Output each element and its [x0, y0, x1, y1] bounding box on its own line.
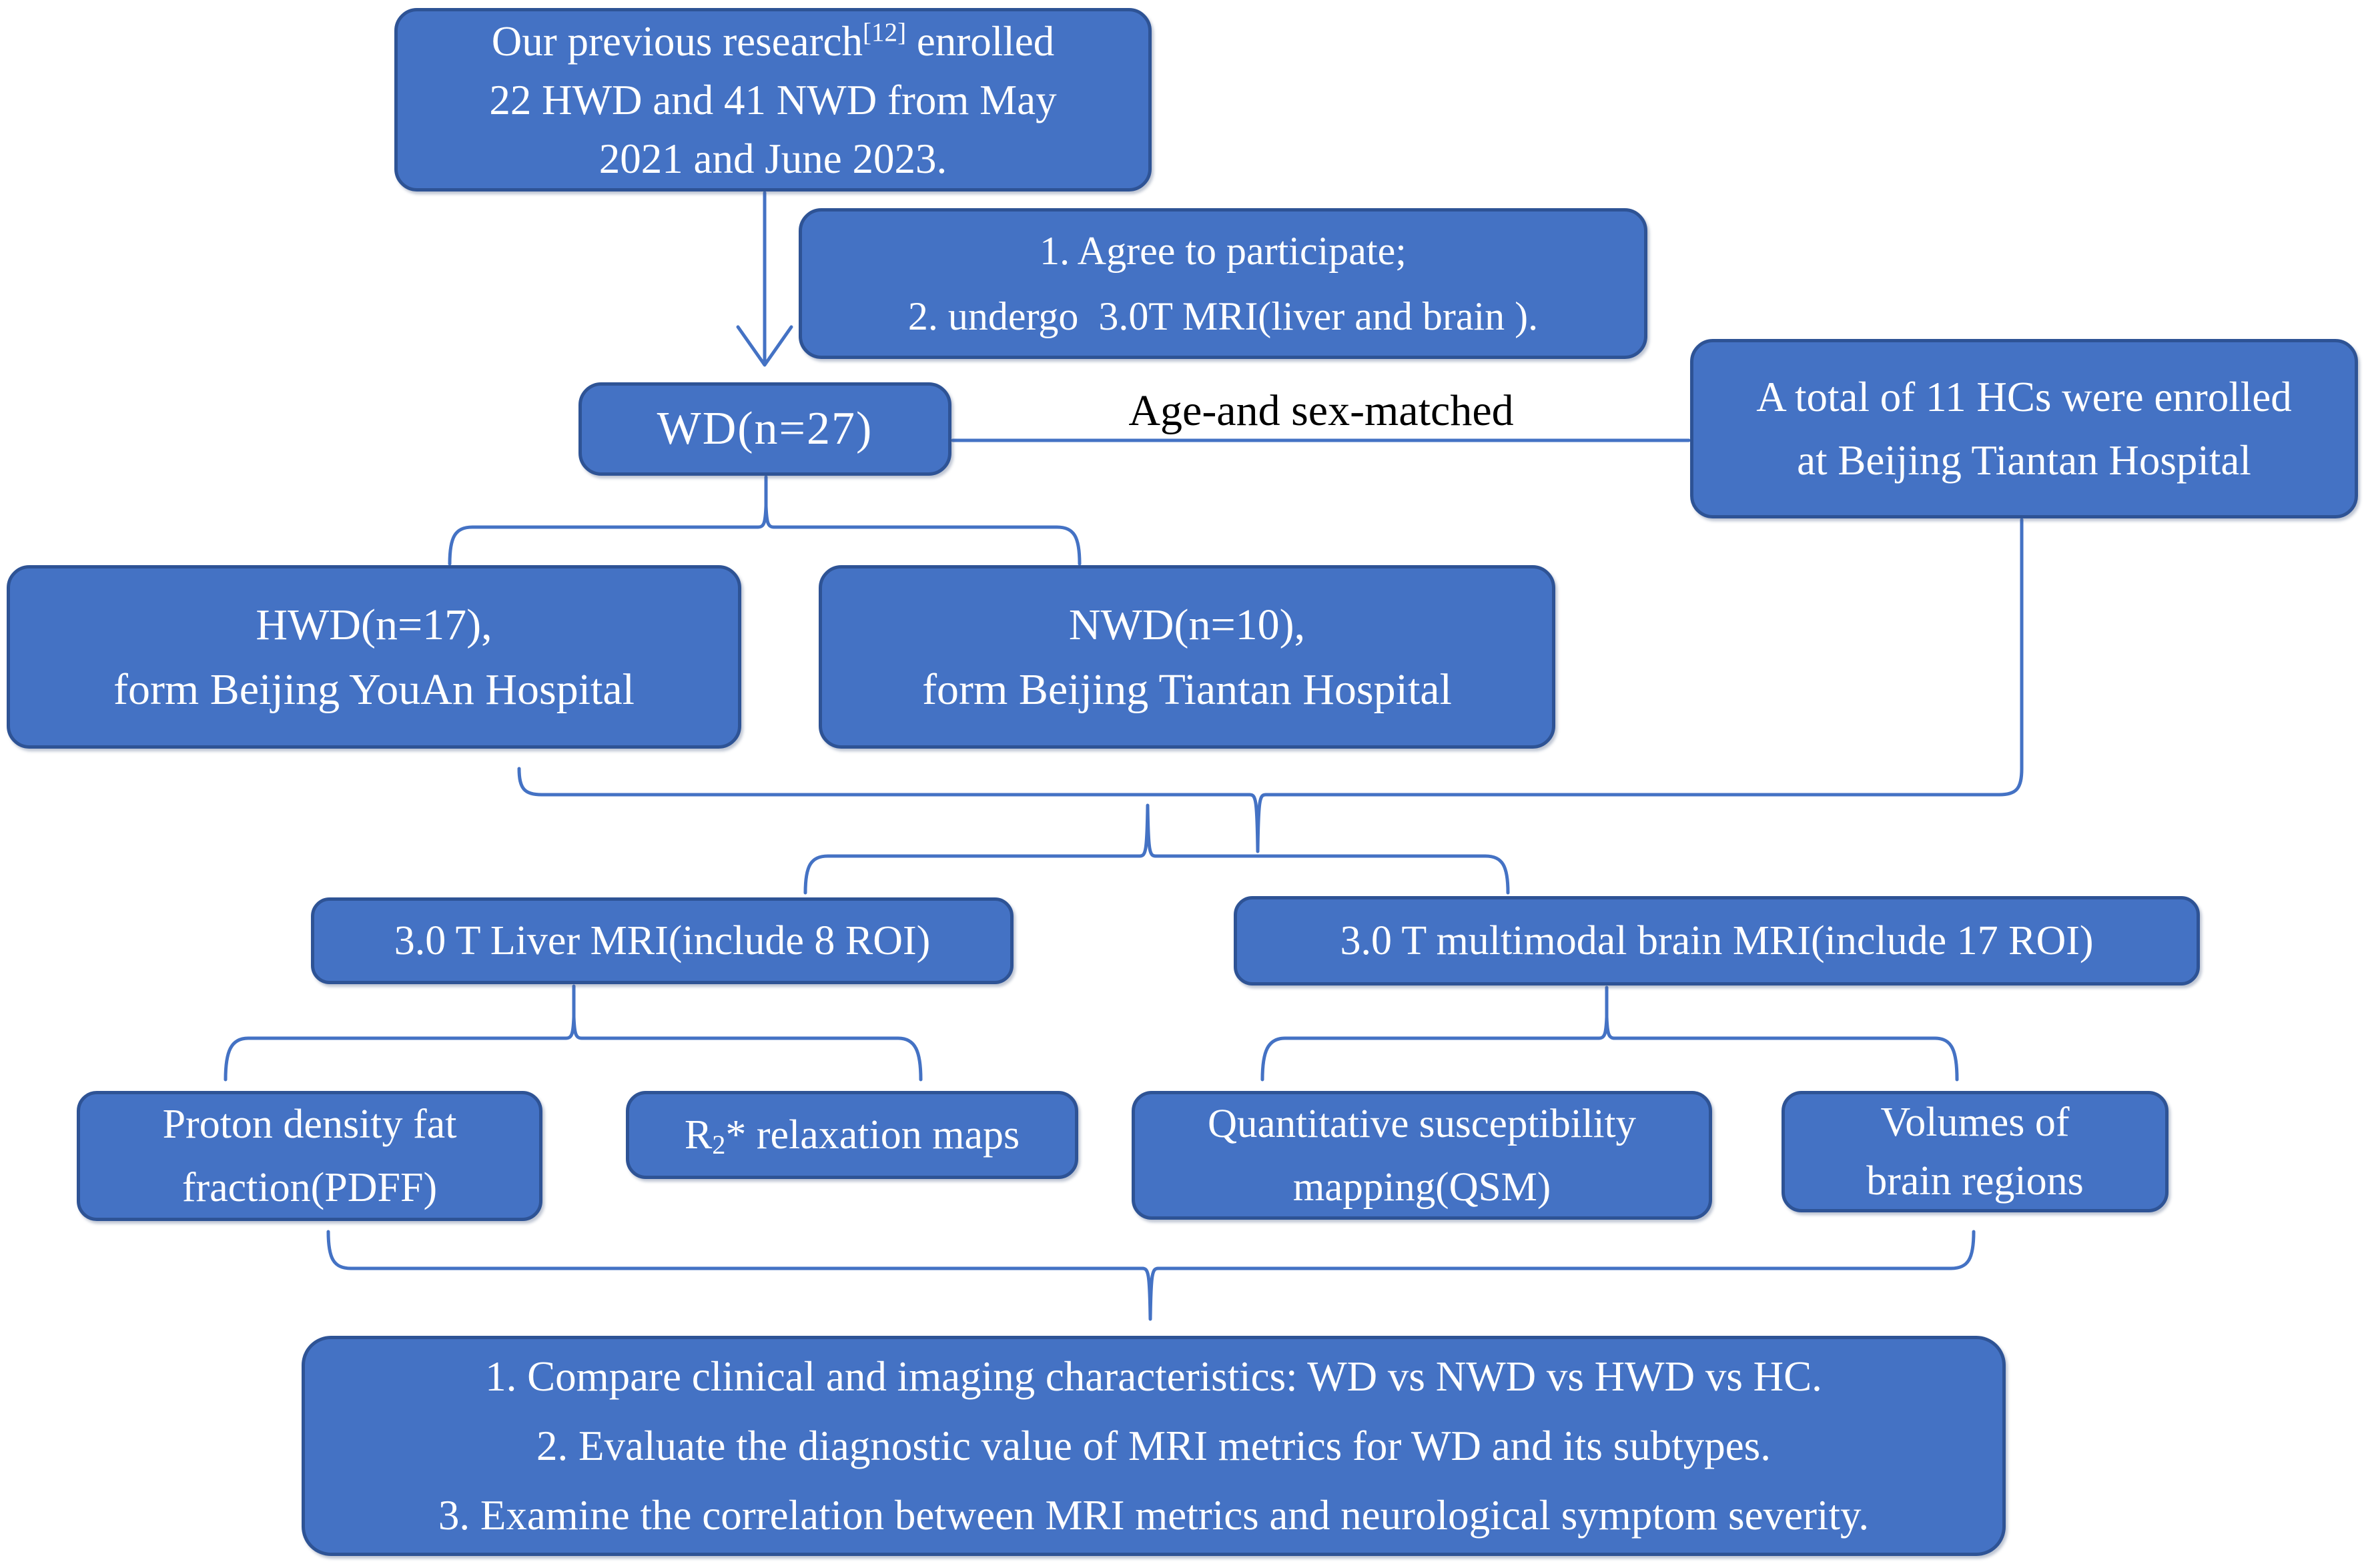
box-text-line: A total of 11 HCs were enrolled: [1756, 373, 2292, 420]
box-text-line: Proton density fat: [162, 1101, 457, 1147]
box-text-line: 22 HWD and 41 NWD from May: [489, 76, 1057, 123]
brace-wd-split: [448, 504, 1082, 566]
box-text-line: brain regions: [1866, 1158, 2084, 1204]
box-text-line: 3.0 T multimodal brain MRI(include 17 RO…: [1340, 917, 2094, 963]
box-text-line: Volumes of: [1880, 1100, 2070, 1145]
box-inclusion-criteria: 1. Agree to participate; 2. undergo 3.0T…: [799, 208, 1647, 359]
box-text-line: 1. Compare clinical and imaging characte…: [485, 1353, 1822, 1400]
text-segment: Our previous research: [491, 17, 863, 65]
box-text-line: fraction(PDFF): [181, 1164, 438, 1210]
box-liver-mri: 3.0 T Liver MRI(include 8 ROI): [311, 897, 1014, 984]
box-previous-research: Our previous research[12] enrolled 22 HW…: [394, 8, 1152, 191]
box-r2star: R2* relaxation maps: [626, 1091, 1078, 1179]
box-hc: A total of 11 HCs were enrolled at Beiji…: [1690, 339, 2358, 518]
brace-gather-groups: [517, 518, 2024, 853]
r2-subscript: 2: [712, 1130, 726, 1160]
box-text-line: WD(n=27): [657, 403, 873, 454]
box-pdff: Proton density fat fraction(PDFF): [77, 1091, 542, 1221]
box-text-line: mapping(QSM): [1292, 1164, 1551, 1210]
box-text-line: form Beijing Tiantan Hospital: [922, 665, 1452, 714]
box-qsm: Quantitative susceptibility mapping(QSM): [1132, 1091, 1712, 1220]
box-text-line: 1. Agree to participate;: [1040, 229, 1407, 273]
box-text-line: at Beijing Tiantan Hospital: [1797, 436, 2251, 484]
box-brain-volumes: Volumes of brain regions: [1782, 1091, 2169, 1212]
box-brain-mri: 3.0 T multimodal brain MRI(include 17 RO…: [1234, 896, 2200, 986]
text-segment: * relaxation maps: [725, 1112, 1020, 1158]
box-text-line: Our previous research[12] enrolled: [492, 12, 1055, 71]
text-segment: R: [684, 1112, 713, 1158]
box-text-line: R2* relaxation maps: [685, 1112, 1020, 1159]
box-text-line: 2021 and June 2023.: [599, 135, 947, 182]
text-segment: enrolled: [906, 17, 1055, 65]
box-wd: WD(n=27): [578, 382, 951, 476]
brace-brain-split: [1260, 1015, 1959, 1082]
box-text-line: 3.0 T Liver MRI(include 8 ROI): [394, 917, 931, 963]
box-text-line: Quantitative susceptibility: [1207, 1101, 1637, 1146]
label-age-sex-matched: Age-and sex-matched: [1128, 386, 1514, 435]
box-nwd: NWD(n=10), form Beijing Tiantan Hospital: [819, 565, 1555, 749]
box-study-aims: 1. Compare clinical and imaging characte…: [302, 1336, 2006, 1556]
arrow-head-research-to-wd: [736, 325, 793, 367]
box-hwd: HWD(n=17), form Beijing YouAn Hospital: [7, 565, 741, 749]
reference-superscript: [12]: [863, 17, 907, 47]
box-text-line: 3. Examine the correlation between MRI m…: [438, 1492, 1870, 1539]
box-text-line: 2. undergo 3.0T MRI(liver and brain ).: [907, 294, 1539, 338]
box-text-line: 2. Evaluate the diagnostic value of MRI …: [536, 1423, 1771, 1469]
box-text-line: form Beijing YouAn Hospital: [113, 665, 635, 714]
box-text-line: HWD(n=17),: [256, 600, 492, 649]
box-text-line: NWD(n=10),: [1068, 600, 1306, 649]
brace-mri-split: [803, 803, 1510, 895]
brace-liver-split: [224, 1015, 923, 1082]
brace-gather-metrics: [326, 1230, 1976, 1321]
